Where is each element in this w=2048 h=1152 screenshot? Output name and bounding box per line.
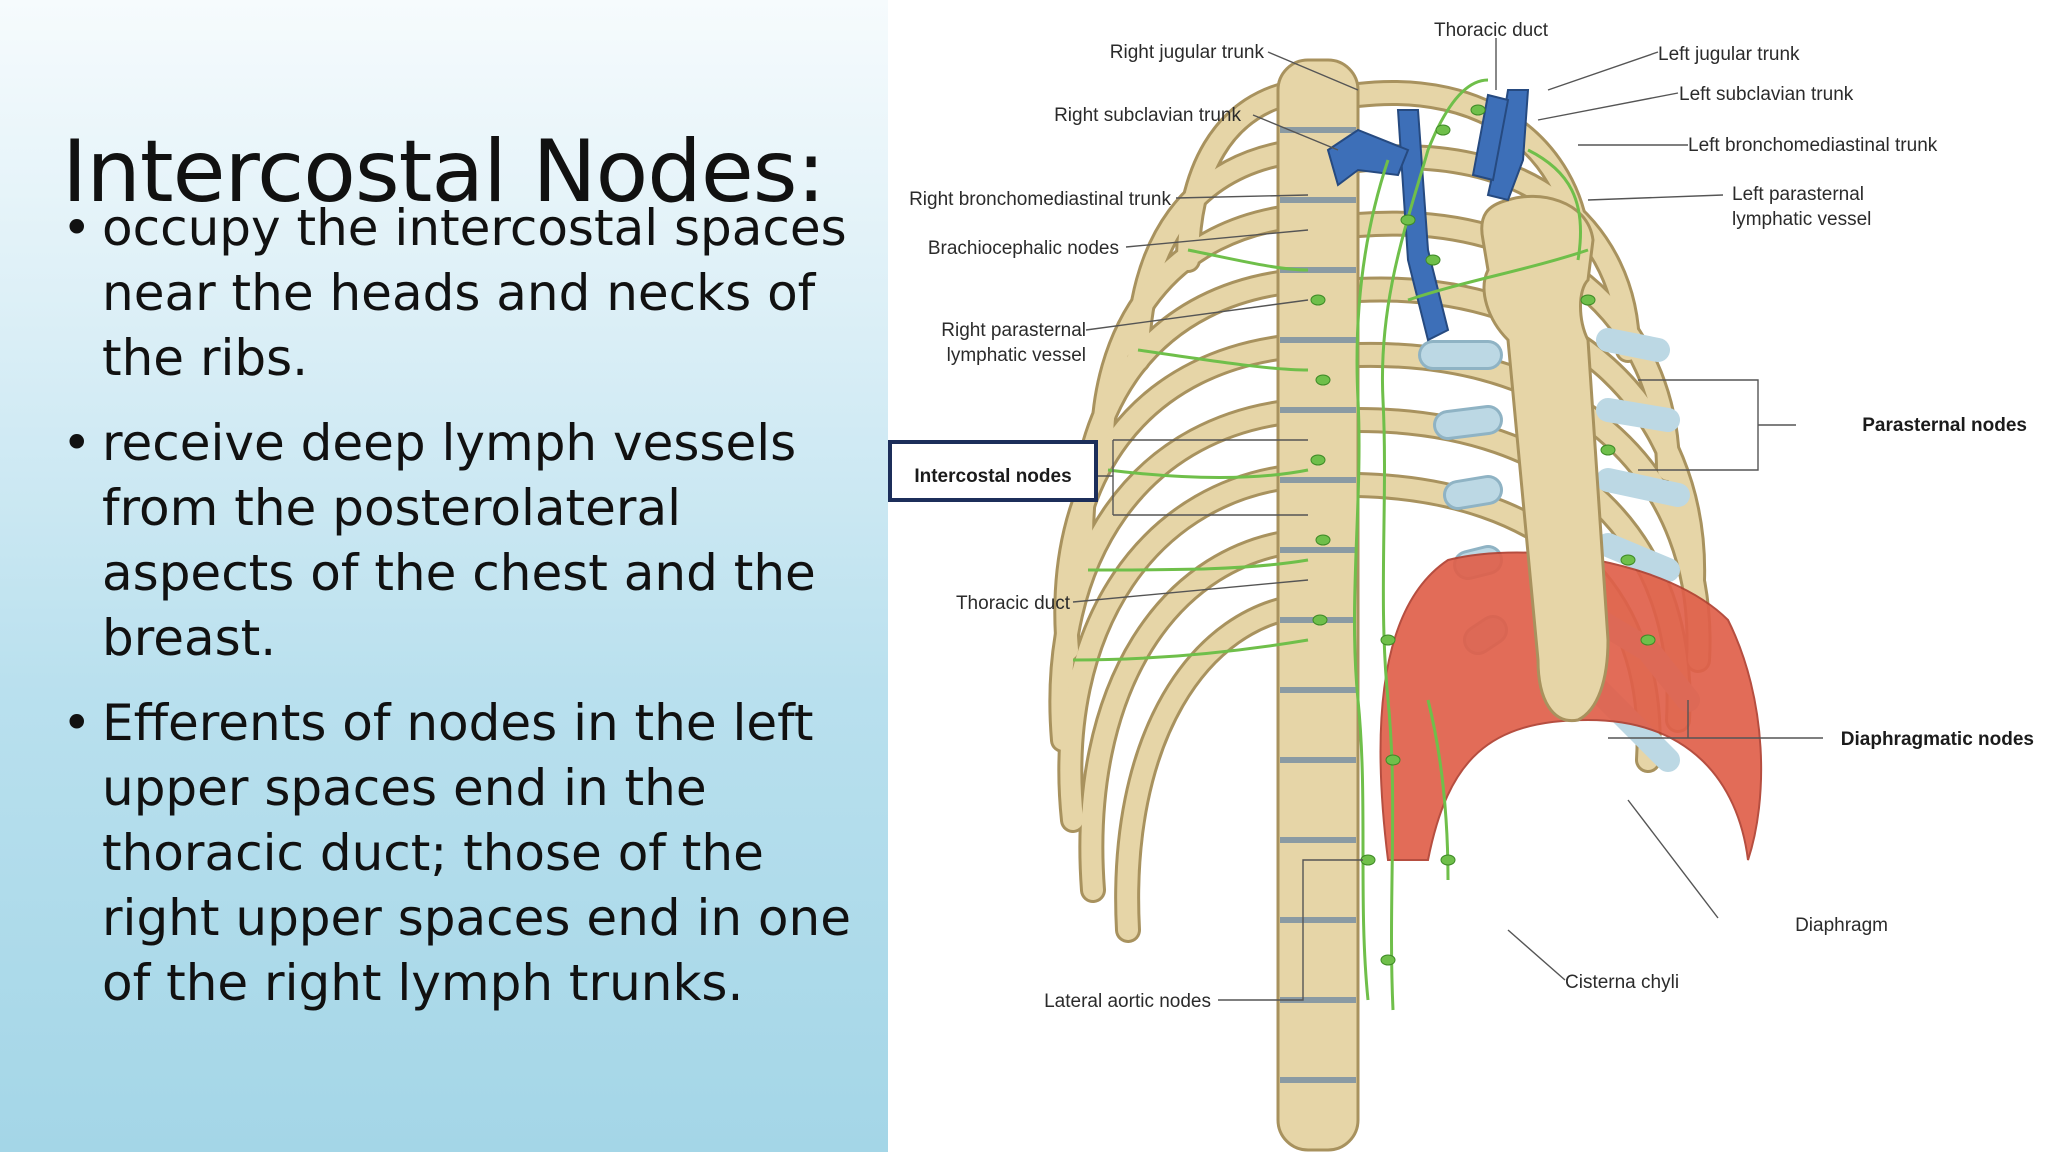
bullet-text: Efferents of nodes in the left upper spa… xyxy=(102,694,851,1012)
vertebral-column xyxy=(1276,58,1360,1152)
lymph-node-dots xyxy=(1310,104,1656,966)
sternum-shape xyxy=(1480,194,1610,723)
label-parasternal-nodes: Parasternal nodes xyxy=(1862,415,2027,436)
ribcage-drawing xyxy=(1048,77,1712,943)
label-right-parasternal-vessel-line1: Right parasternal xyxy=(941,320,1086,341)
label-right-subclavian-trunk: Right subclavian trunk xyxy=(1054,105,1241,126)
bullet-marker: • xyxy=(62,694,92,752)
bullet-marker: • xyxy=(62,199,92,257)
label-left-bronchomediastinal-trunk: Left bronchomediastinal trunk xyxy=(1688,135,1938,156)
bullet-item: • Efferents of nodes in the left upper s… xyxy=(62,691,862,1016)
label-diaphragmatic-nodes: Diaphragmatic nodes xyxy=(1841,729,2034,750)
label-left-parasternal-vessel-line1: Left parasternal xyxy=(1732,184,1864,205)
lymphatic-figure: Thoracic duct Right jugular trunk Left j… xyxy=(888,0,2048,1152)
label-right-parasternal-vessel-line2: lymphatic vessel xyxy=(947,345,1086,366)
thorax-illustration: Thoracic duct Right jugular trunk Left j… xyxy=(888,20,2034,1152)
label-right-jugular-trunk: Right jugular trunk xyxy=(1110,42,1265,63)
bullet-item: • receive deep lymph vessels from the po… xyxy=(62,411,862,671)
label-right-bronchomediastinal-trunk: Right bronchomediastinal trunk xyxy=(909,189,1171,210)
label-cisterna-chyli: Cisterna chyli xyxy=(1565,972,1679,993)
bullet-item: • occupy the intercostal spaces near the… xyxy=(62,196,862,391)
great-veins xyxy=(1326,89,1530,342)
label-thoracic-duct-mid: Thoracic duct xyxy=(956,593,1071,614)
label-left-jugular-trunk: Left jugular trunk xyxy=(1658,44,1800,65)
label-lateral-aortic-nodes: Lateral aortic nodes xyxy=(1044,991,1211,1012)
leader-lines xyxy=(1072,38,1823,1001)
bullet-text: receive deep lymph vessels from the post… xyxy=(102,414,816,667)
bullet-text: occupy the intercostal spaces near the h… xyxy=(102,199,847,387)
label-brachiocephalic-nodes: Brachiocephalic nodes xyxy=(928,238,1119,259)
label-thoracic-duct-top: Thoracic duct xyxy=(1434,20,1549,41)
intercostal-highlight-box xyxy=(888,440,1098,502)
label-left-parasternal-vessel-line2: lymphatic vessel xyxy=(1732,209,1871,230)
label-left-subclavian-trunk: Left subclavian trunk xyxy=(1679,84,1854,105)
text-panel: Intercostal Nodes: • occupy the intercos… xyxy=(0,0,888,1152)
label-diaphragm: Diaphragm xyxy=(1795,915,1888,936)
slide-title: Intercostal Nodes: xyxy=(62,121,826,222)
bullet-marker: • xyxy=(62,414,92,472)
label-intercostal-nodes: Intercostal nodes xyxy=(914,466,1071,487)
bullet-list: • occupy the intercostal spaces near the… xyxy=(62,196,862,1036)
lymph-vessels xyxy=(1072,78,1589,1011)
